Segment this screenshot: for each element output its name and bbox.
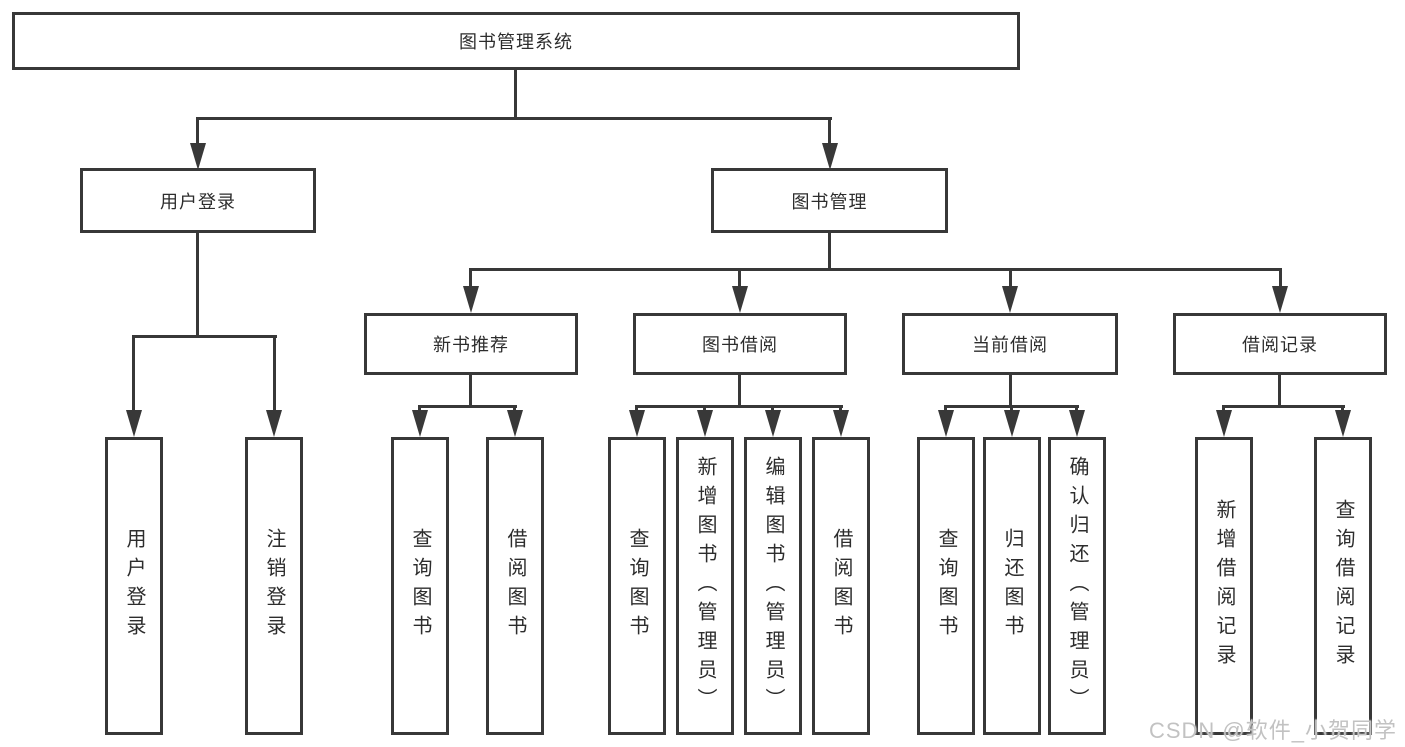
arrowhead-down-icon	[463, 286, 479, 313]
arrowhead-down-icon	[507, 410, 523, 437]
connector-line	[1279, 268, 1282, 290]
connector-line	[469, 268, 1282, 271]
connector-line	[1075, 405, 1078, 414]
leaf-newbook-query-books: 查询图书	[391, 437, 449, 735]
leaf-logout-label: 注销登录	[263, 528, 285, 644]
leaf-borrow-edit-book-admin: 编辑图书（管理员）	[744, 437, 802, 735]
node-current-borrowing: 当前借阅	[902, 313, 1118, 375]
leaf-current-return-books: 归还图书	[983, 437, 1041, 735]
node-user-login: 用户登录	[80, 168, 316, 233]
node-book-borrowing: 图书借阅	[633, 313, 847, 375]
connector-line	[828, 117, 831, 147]
connector-line	[132, 335, 135, 413]
connector-line	[703, 405, 706, 414]
connector-line	[196, 117, 832, 120]
leaf-borrow-add-book-admin-label: 新增图书（管理员）	[694, 455, 716, 717]
leaf-newbook-borrow-books-label: 借阅图书	[504, 528, 526, 644]
arrowhead-down-icon	[1069, 410, 1085, 437]
leaf-borrow-borrow-books-label: 借阅图书	[830, 528, 852, 644]
connector-line	[196, 117, 199, 147]
arrowhead-down-icon	[732, 286, 748, 313]
connector-line	[273, 335, 276, 413]
leaf-borrow-edit-book-admin-label: 编辑图书（管理员）	[762, 455, 784, 717]
leaf-newbook-query-books-label: 查询图书	[409, 528, 431, 644]
arrowhead-down-icon	[1335, 410, 1351, 437]
connector-line	[418, 405, 421, 414]
connector-line	[1009, 375, 1012, 407]
connector-line	[469, 268, 472, 290]
leaf-current-query-books-label: 查询图书	[935, 528, 957, 644]
leaf-records-add-record-label: 新增借阅记录	[1213, 499, 1235, 673]
connector-line	[513, 405, 516, 414]
connector-line	[514, 70, 517, 119]
leaf-borrow-add-book-admin: 新增图书（管理员）	[676, 437, 734, 735]
connector-line	[828, 233, 831, 270]
leaf-records-query-record-label: 查询借阅记录	[1332, 499, 1354, 673]
arrowhead-down-icon	[126, 410, 142, 437]
node-user-login-label: 用户登录	[160, 191, 236, 212]
arrowhead-down-icon	[1216, 410, 1232, 437]
connector-line	[1009, 268, 1012, 290]
csdn-watermark: CSDN @软件_小贺同学	[1148, 718, 1397, 743]
leaf-logout: 注销登录	[245, 437, 303, 735]
node-book-management-label: 图书管理	[791, 191, 868, 212]
arrowhead-down-icon	[697, 410, 713, 437]
connector-line	[1010, 405, 1013, 414]
arrowhead-down-icon	[1004, 410, 1020, 437]
leaf-borrow-query-books: 查询图书	[608, 437, 666, 735]
leaf-user-login-label: 用户登录	[123, 528, 145, 644]
connector-line	[839, 405, 842, 414]
connector-line	[738, 268, 741, 290]
leaf-current-return-books-label: 归还图书	[1001, 528, 1023, 644]
leaf-borrow-query-books-label: 查询图书	[626, 528, 648, 644]
arrowhead-down-icon	[822, 143, 838, 170]
arrowhead-down-icon	[1002, 286, 1018, 313]
leaf-newbook-borrow-books: 借阅图书	[486, 437, 544, 735]
node-root: 图书管理系统	[12, 12, 1020, 70]
node-book-borrowing-label: 图书借阅	[702, 335, 778, 355]
leaf-current-query-books: 查询图书	[917, 437, 975, 735]
node-current-borrowing-label: 当前借阅	[972, 335, 1048, 355]
connector-line	[1341, 405, 1344, 414]
leaf-records-add-record: 新增借阅记录	[1195, 437, 1253, 735]
node-borrowing-records: 借阅记录	[1173, 313, 1387, 375]
arrowhead-down-icon	[266, 410, 282, 437]
leaf-records-query-record: 查询借阅记录	[1314, 437, 1372, 735]
connector-line	[738, 375, 741, 407]
connector-line	[944, 405, 947, 414]
connector-line	[469, 375, 472, 407]
leaf-user-login: 用户登录	[105, 437, 163, 735]
leaf-borrow-borrow-books: 借阅图书	[812, 437, 870, 735]
arrowhead-down-icon	[412, 410, 428, 437]
node-borrowing-records-label: 借阅记录	[1242, 335, 1318, 355]
leaf-current-confirm-return-admin-label: 确认归还（管理员）	[1066, 455, 1088, 717]
leaf-current-confirm-return-admin: 确认归还（管理员）	[1048, 437, 1106, 735]
connector-line	[132, 335, 277, 338]
arrowhead-down-icon	[938, 410, 954, 437]
connector-line	[418, 405, 517, 408]
node-root-label: 图书管理系统	[459, 32, 573, 52]
connector-line	[1222, 405, 1225, 414]
node-book-management: 图书管理	[711, 168, 948, 233]
arrowhead-down-icon	[833, 410, 849, 437]
connector-line	[771, 405, 774, 414]
arrowhead-down-icon	[765, 410, 781, 437]
arrowhead-down-icon	[629, 410, 645, 437]
node-new-book-recommend-label: 新书推荐	[433, 335, 509, 355]
connector-line	[635, 405, 843, 408]
connector-line	[1278, 375, 1281, 407]
arrowhead-down-icon	[1272, 286, 1288, 313]
connector-line	[196, 233, 199, 337]
arrowhead-down-icon	[190, 143, 206, 170]
connector-line	[635, 405, 638, 414]
node-new-book-recommend: 新书推荐	[364, 313, 578, 375]
connector-line	[1222, 405, 1345, 408]
